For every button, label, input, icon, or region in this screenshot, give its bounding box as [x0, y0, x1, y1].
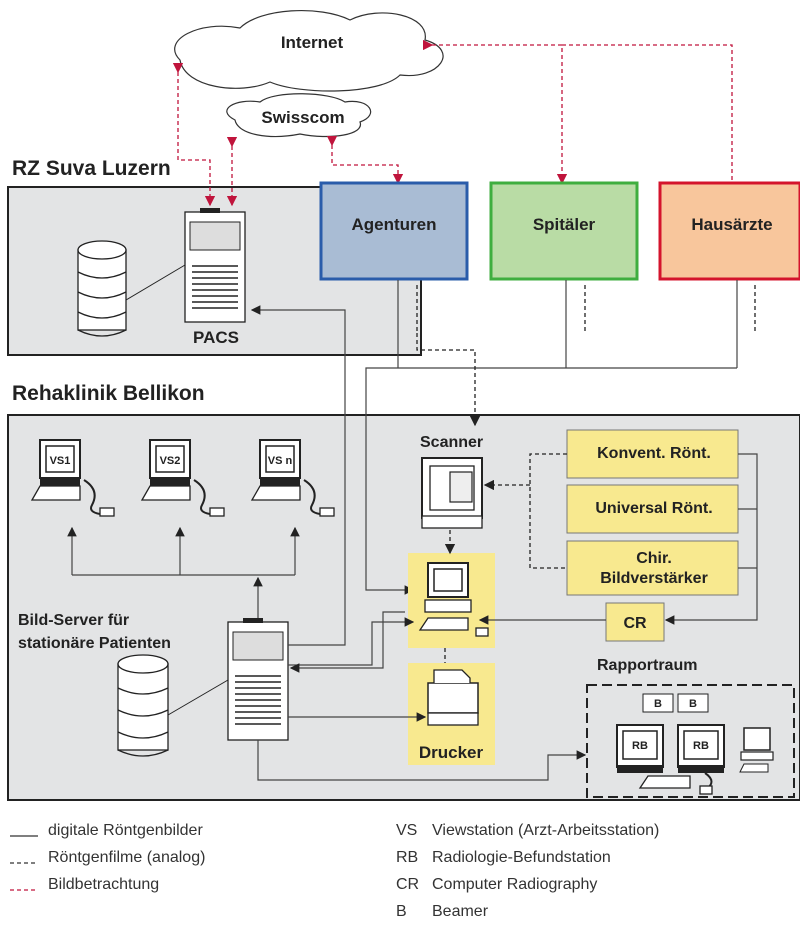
konvent-box	[566, 429, 739, 479]
server-database-icon	[117, 654, 229, 757]
abbr-b-label: Beamer	[432, 903, 489, 920]
server-workstation-link	[288, 617, 415, 666]
pacs-database-icon	[77, 240, 186, 337]
bildserver-label-line1: Bild-Server für	[18, 612, 129, 629]
universal-box	[566, 484, 739, 534]
universal-label: Universal Rönt.	[595, 500, 712, 517]
abbr-vs-label: Viewstation (Arzt-Arbeitsstation)	[432, 822, 659, 839]
rapport-computer-icon	[739, 727, 774, 773]
vsn-label: VS n	[268, 455, 293, 467]
red-dashed-links	[172, 39, 733, 207]
reha-section-title: Rehaklinik Bellikon	[12, 382, 205, 405]
swisscom-label: Swisscom	[261, 108, 344, 127]
beamer-2-label: B	[689, 698, 697, 710]
pacs-server	[184, 208, 246, 323]
bild-server	[227, 618, 289, 741]
internet-label: Internet	[281, 33, 344, 52]
abbr-b: B	[396, 903, 407, 920]
konvent-label: Konvent. Rönt.	[597, 445, 711, 462]
legend-red-label: Bildbetrachtung	[48, 876, 159, 893]
abbr-rb: RB	[396, 849, 418, 866]
abbr-vs: VS	[396, 822, 417, 839]
cr-label: CR	[623, 615, 647, 632]
legend-solid-label: digitale Röntgenbilder	[48, 822, 203, 839]
workstation-server-link	[289, 611, 405, 673]
chir-label-line2: Bildverstärker	[600, 570, 708, 587]
rb-station-1: RB	[616, 724, 664, 773]
workstation-vsn: VS n	[250, 439, 335, 517]
agenturen-box	[319, 181, 469, 281]
workstation-vs1: VS1	[30, 439, 115, 517]
abbr-cr-label: Computer Radiography	[432, 876, 597, 893]
hausaerzte-label: Hausärzte	[691, 215, 772, 234]
beamer-2	[677, 693, 709, 713]
hausaerzte-box	[658, 181, 800, 281]
vs1-label: VS1	[50, 455, 71, 467]
partner-links	[365, 280, 756, 595]
chir-label-line1: Chir.	[636, 550, 672, 567]
server-pacs-link	[250, 305, 346, 646]
beamer-1	[642, 693, 674, 713]
rz-section-title: RZ Suva Luzern	[12, 157, 171, 180]
pacs-label: PACS	[193, 328, 239, 347]
rb2-label: RB	[693, 740, 709, 752]
modality-links	[478, 453, 758, 625]
chir-box	[566, 540, 739, 596]
vs-distribution-lines	[67, 526, 300, 620]
scanner-icon	[421, 457, 483, 529]
central-workstation	[418, 562, 489, 637]
abbr-cr: CR	[396, 876, 419, 893]
legend-dashed-label: Röntgenfilme (analog)	[48, 849, 205, 866]
internet-cloud: Internet	[174, 9, 444, 92]
rb-station-2: RB	[638, 724, 725, 795]
rb1-label: RB	[632, 740, 648, 752]
drucker-icon	[427, 669, 479, 726]
drucker-label: Drucker	[419, 743, 484, 762]
spitaeler-label: Spitäler	[533, 215, 596, 234]
abbr-rb-label: Radiologie-Befundstation	[432, 849, 611, 866]
beamer-1-label: B	[654, 698, 662, 710]
agenturen-label: Agenturen	[352, 215, 437, 234]
spitaeler-box	[489, 181, 639, 281]
vs2-label: VS2	[160, 455, 181, 467]
server-rapportraum-link	[257, 740, 587, 781]
scanner-label: Scanner	[420, 434, 483, 451]
bildserver-label-line2: stationäre Patienten	[18, 635, 171, 652]
legend-lines: digitale Röntgenbilder Röntgenfilme (ana…	[10, 822, 205, 893]
legend-abbreviations: VS Viewstation (Arzt-Arbeitsstation) RB …	[396, 822, 659, 920]
rapportraum-label: Rapportraum	[597, 657, 697, 674]
cr-box	[605, 602, 665, 642]
swisscom-cloud: Swisscom	[226, 93, 372, 138]
workstation-vs2: VS2	[140, 439, 225, 517]
